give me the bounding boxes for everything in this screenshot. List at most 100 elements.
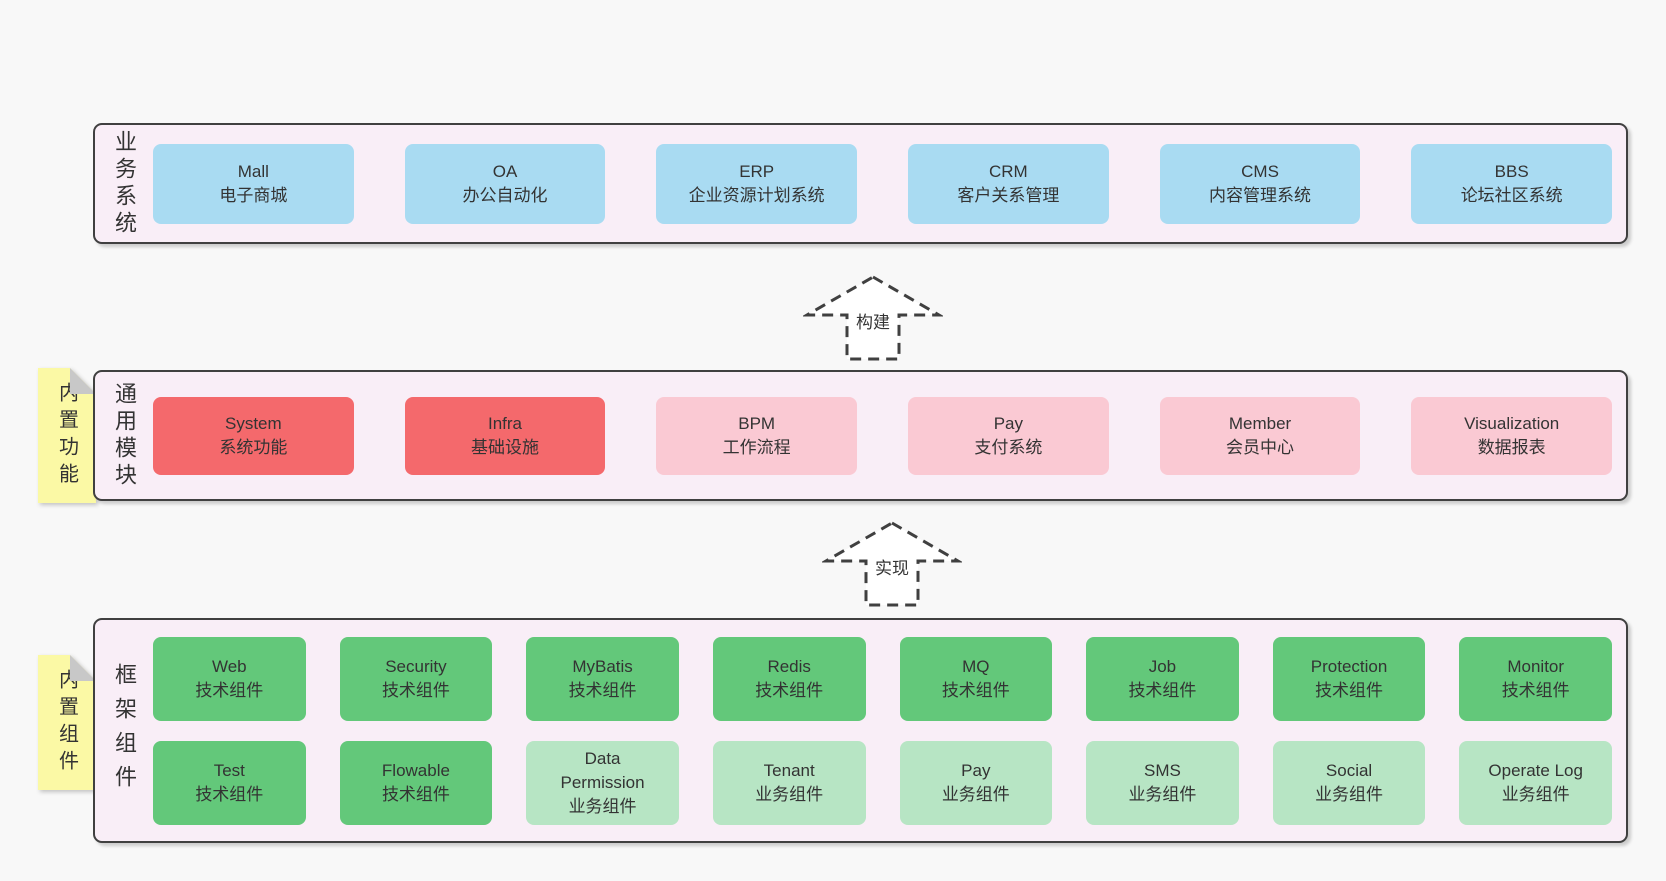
- box-title: ERP: [739, 161, 775, 181]
- box-member: Member 会员中心: [1159, 396, 1361, 475]
- box-title: System: [224, 413, 282, 433]
- box-subtitle: 技术组件: [1128, 680, 1197, 700]
- box-mybatis: MyBatis 技术组件: [526, 636, 679, 721]
- modules-boxes-row: System 系统功能 Infra 基础设施 BPM 工作流程 Pay 支付系统…: [153, 372, 1626, 499]
- box-subtitle: 技术组件: [568, 680, 637, 700]
- box-pay-component: Pay 业务组件: [899, 740, 1053, 825]
- box-job: Job 技术组件: [1086, 636, 1239, 721]
- box-title: OA: [492, 161, 518, 181]
- box-title: Pay: [993, 413, 1023, 433]
- layer-label-text: 框架组件: [112, 662, 137, 799]
- implement-arrow-label: 实现: [871, 553, 913, 580]
- box-subtitle: 客户关系管理: [957, 185, 1060, 205]
- box-subtitle: 技术组件: [941, 680, 1010, 700]
- box-mall: Mall 电子商城: [153, 143, 354, 224]
- box-subtitle: 企业资源计划系统: [688, 185, 825, 205]
- box-security: Security 技术组件: [339, 636, 493, 721]
- box-title: Flowable: [381, 760, 450, 780]
- box-subtitle: 数据报表: [1477, 437, 1546, 457]
- box-title: Infra: [487, 413, 523, 433]
- box-title: Monitor: [1507, 656, 1565, 676]
- box-infra: Infra 基础设施: [404, 396, 606, 475]
- box-oa: OA 办公自动化: [404, 143, 606, 224]
- box-title: Redis: [767, 656, 811, 676]
- box-title: Tenant: [763, 760, 815, 780]
- box-title: BBS: [1494, 161, 1529, 181]
- box-title: MyBatis: [572, 656, 633, 676]
- box-web: Web 技术组件: [153, 636, 306, 721]
- box-title: Web: [211, 656, 247, 676]
- box-title: BPM: [738, 413, 776, 433]
- layer-label: 通用模块: [95, 372, 153, 499]
- box-title: MQ: [962, 656, 990, 676]
- box-subtitle: 支付系统: [974, 437, 1043, 457]
- box-title: Mall: [237, 161, 269, 181]
- box-crm: CRM 客户关系管理: [908, 143, 1109, 224]
- box-pay-module: Pay 支付系统: [908, 396, 1109, 475]
- box-cms: CMS 内容管理系统: [1159, 143, 1361, 224]
- box-protection: Protection 技术组件: [1272, 636, 1426, 721]
- layer-label: 业务系统: [95, 125, 153, 242]
- box-subtitle: 基础设施: [471, 437, 539, 457]
- box-title: Visualization: [1464, 413, 1560, 433]
- box-title: Job: [1148, 656, 1177, 676]
- implement-arrow: 实现: [822, 520, 962, 608]
- framework-row-1: Web 技术组件 Security 技术组件 MyBatis 技术组件 Redi…: [153, 636, 1612, 721]
- box-redis: Redis 技术组件: [712, 636, 866, 721]
- box-title: CMS: [1241, 161, 1279, 181]
- build-arrow: 构建: [803, 274, 943, 362]
- box-title: Social: [1325, 760, 1373, 780]
- note-label: 内置组件: [55, 668, 78, 777]
- box-mq: MQ 技术组件: [899, 636, 1053, 721]
- box-subtitle: 业务组件: [755, 784, 824, 804]
- box-sms: SMS 业务组件: [1086, 740, 1239, 825]
- box-test: Test 技术组件: [153, 740, 306, 825]
- layer-framework-components: 框架组件 Web 技术组件 Security 技术组件 MyBatis 技术组件…: [93, 618, 1628, 843]
- box-subtitle: 工作流程: [722, 437, 791, 457]
- box-title: Operate Log: [1488, 760, 1583, 780]
- box-subtitle: 业务组件: [1315, 784, 1384, 804]
- box-visualization: Visualization 数据报表: [1411, 396, 1613, 475]
- box-title: Security: [385, 656, 447, 676]
- box-tenant: Tenant 业务组件: [712, 740, 866, 825]
- box-subtitle: 会员中心: [1226, 437, 1295, 457]
- note-built-in-features: 内置功能: [38, 368, 96, 503]
- box-erp: ERP 企业资源计划系统: [656, 143, 858, 224]
- box-monitor: Monitor 技术组件: [1459, 636, 1612, 721]
- note-label: 内置功能: [55, 381, 78, 490]
- box-operate-log: Operate Log 业务组件: [1459, 740, 1612, 825]
- box-title: Pay: [961, 760, 991, 780]
- box-subtitle: 技术组件: [195, 784, 264, 804]
- box-subtitle: 业务组件: [1128, 784, 1197, 804]
- box-title: SMS: [1144, 760, 1181, 780]
- box-subtitle: 技术组件: [195, 680, 264, 700]
- box-subtitle: 业务组件: [941, 784, 1010, 804]
- build-arrow-label: 构建: [852, 307, 894, 334]
- box-title: Data Permission: [560, 748, 645, 792]
- layer-common-modules: 通用模块 System 系统功能 Infra 基础设施 BPM 工作流程 Pay…: [93, 370, 1628, 501]
- layer-label-text: 业务系统: [112, 129, 137, 238]
- layer-label: 框架组件: [95, 620, 153, 841]
- box-subtitle: 系统功能: [219, 437, 288, 457]
- box-title: CRM: [988, 161, 1028, 181]
- box-system: System 系统功能: [153, 396, 354, 475]
- box-subtitle: 技术组件: [1315, 680, 1384, 700]
- box-data-permission: Data Permission 业务组件: [526, 740, 679, 825]
- box-subtitle: 技术组件: [381, 784, 450, 804]
- box-subtitle: 技术组件: [381, 680, 450, 700]
- box-bbs: BBS 论坛社区系统: [1411, 143, 1613, 224]
- box-bpm: BPM 工作流程: [656, 396, 858, 475]
- box-flowable: Flowable 技术组件: [339, 740, 493, 825]
- note-built-in-components: 内置组件: [38, 655, 96, 790]
- box-subtitle: 业务组件: [568, 796, 637, 816]
- box-subtitle: 技术组件: [755, 680, 824, 700]
- box-subtitle: 内容管理系统: [1209, 185, 1312, 205]
- box-subtitle: 电子商城: [219, 185, 288, 205]
- framework-rows: Web 技术组件 Security 技术组件 MyBatis 技术组件 Redi…: [153, 620, 1626, 841]
- box-title: Protection: [1310, 656, 1388, 676]
- box-title: Member: [1228, 413, 1292, 433]
- box-title: Test: [213, 760, 245, 780]
- layer-business-systems: 业务系统 Mall 电子商城 OA 办公自动化 ERP 企业资源计划系统 CRM…: [93, 123, 1628, 244]
- framework-row-2: Test 技术组件 Flowable 技术组件 Data Permission …: [153, 740, 1612, 825]
- box-subtitle: 论坛社区系统: [1460, 185, 1563, 205]
